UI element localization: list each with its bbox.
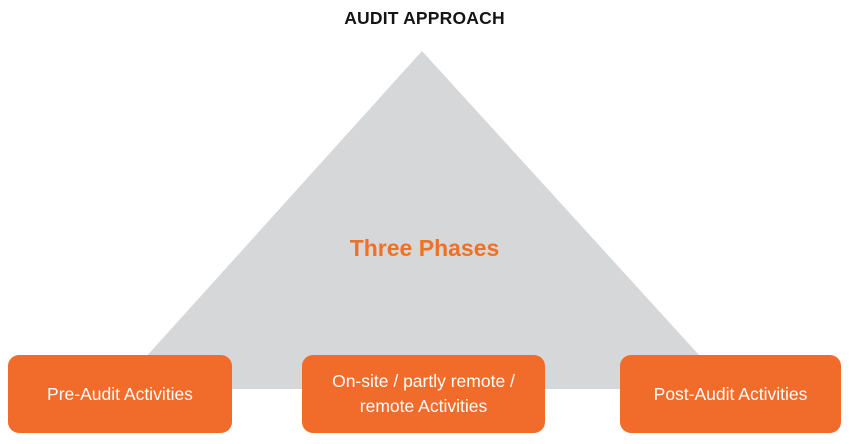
triangle-center-label: Three Phases: [349, 235, 500, 261]
triangle-polygon: [117, 51, 730, 389]
page-title: AUDIT APPROACH: [344, 8, 505, 28]
phase-box-pre-audit[interactable]: Pre-Audit Activities: [8, 355, 232, 433]
phase-box-label: On-site / partly remote / remote Activit…: [332, 371, 515, 416]
phase-box-on-site[interactable]: On-site / partly remote / remote Activit…: [302, 355, 545, 433]
phase-box-post-audit[interactable]: Post-Audit Activities: [620, 355, 841, 433]
phase-box-label: Pre-Audit Activities: [47, 383, 193, 404]
phase-box-label: Post-Audit Activities: [653, 383, 808, 404]
